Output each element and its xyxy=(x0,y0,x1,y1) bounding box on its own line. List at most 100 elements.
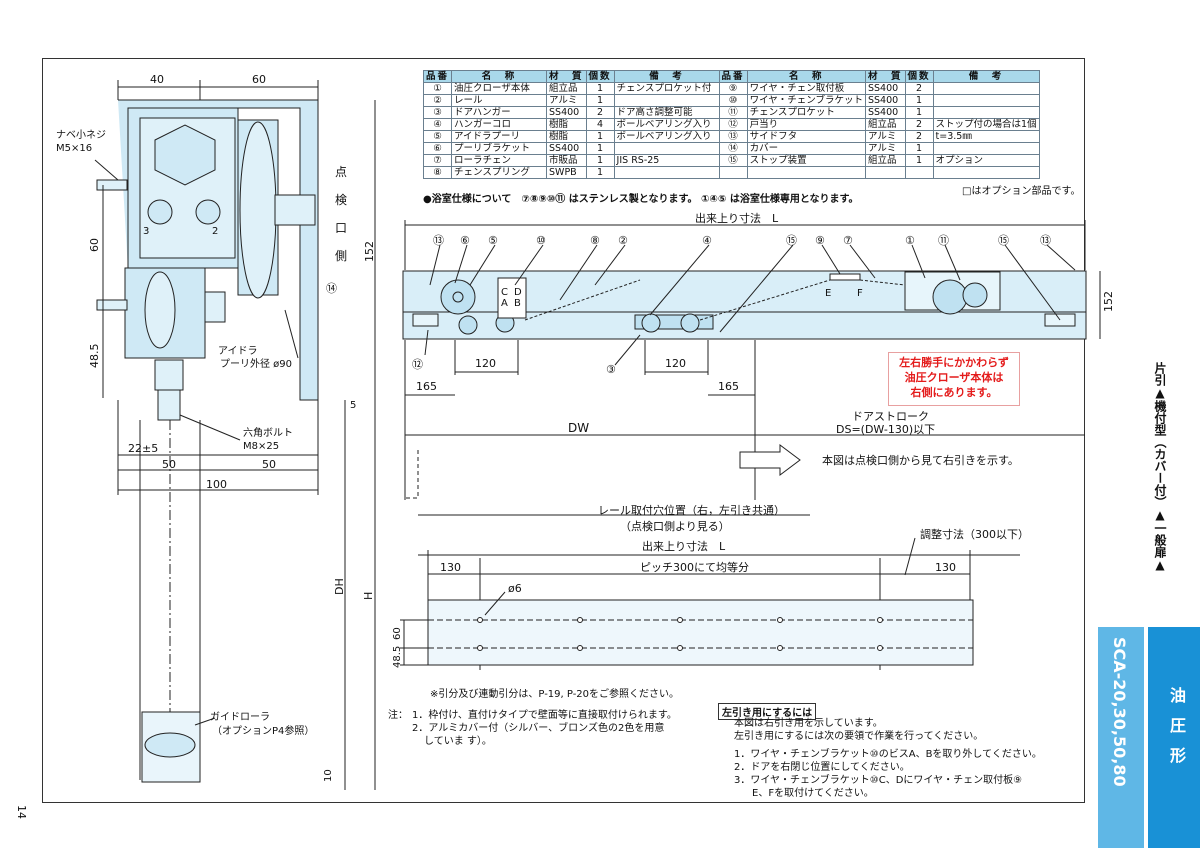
parts-table-cell: 4 xyxy=(585,118,615,131)
front-view xyxy=(402,220,1101,500)
parts-table-cell: 樹脂 xyxy=(546,118,587,131)
parts-table-header: 品番 名 称 材 質 個数 備 考 品番 名 称 材 質 個数 備 考 xyxy=(422,70,1040,83)
dim-DH: DH xyxy=(333,578,346,595)
dim-DW: DW xyxy=(568,421,589,435)
inspection-char-1: 点 xyxy=(335,165,347,179)
parts-table-cell: オプション xyxy=(932,154,1040,167)
letter-C: C xyxy=(501,287,508,298)
front-title: 出来上り寸法 L xyxy=(695,211,779,225)
parts-table-cell: 樹脂 xyxy=(546,130,587,143)
left-pull-title: 左引き用にするには xyxy=(718,703,817,720)
col-qty: 個数 xyxy=(585,70,615,83)
parts-table-cell: 1 xyxy=(585,82,615,95)
num-3: 3 xyxy=(143,226,149,237)
parts-table-cell: ⑥ xyxy=(422,142,453,155)
rail-title-3: 出来上り寸法 L xyxy=(642,539,726,553)
parts-table-cell: チェンスプロケット付 xyxy=(613,82,720,95)
parts-table-cell: 1 xyxy=(904,154,934,167)
front-dim-152: 152 xyxy=(1102,291,1115,312)
parts-table-cell: ⑨ xyxy=(718,82,748,95)
parts-table-cell xyxy=(613,142,720,155)
stroke-title: ドアストローク xyxy=(852,410,929,423)
parts-table-cell xyxy=(932,94,1040,107)
parts-table-cell xyxy=(746,166,867,179)
callout-9: ⑨ xyxy=(815,234,825,247)
parts-table-cell: ⑧ xyxy=(422,166,453,179)
rail-dim-130a: 130 xyxy=(440,561,461,574)
parts-table-cell: ドアハンガー xyxy=(451,106,548,119)
col-name: 名 称 xyxy=(451,70,548,83)
rail-holes xyxy=(477,617,883,651)
dim-165a: 165 xyxy=(416,380,437,393)
red-note-box: 左右勝手にかかわらず 油圧クローザ本体は 右側にあります。 xyxy=(888,352,1020,406)
parts-table-cell: ハンガーコロ xyxy=(451,118,548,131)
parts-table-cell xyxy=(718,166,748,179)
callout-5: ⑤ xyxy=(488,234,498,247)
parts-table-cell: 1 xyxy=(585,154,615,167)
letter-A: A xyxy=(501,298,508,309)
dim-40: 40 xyxy=(150,73,164,86)
callout-8: ⑧ xyxy=(590,234,600,247)
parts-table-cell: ワイヤ・チェンブラケット xyxy=(746,94,867,107)
parts-table-cell: 2 xyxy=(904,82,934,95)
parts-table-cell: 組立品 xyxy=(865,154,906,167)
guide-spec: （オプションP4参照） xyxy=(212,724,314,737)
callout-13a: ⑬ xyxy=(433,234,444,247)
guide-label: ガイドローラ xyxy=(210,711,270,723)
parts-table-cell: チェンスプロケット xyxy=(746,106,867,119)
left-pull-line-1: 左引き用にするには次の要領で作業を行ってください。 xyxy=(734,731,984,742)
parts-table-cell xyxy=(613,166,720,179)
item-3: ③ xyxy=(606,363,616,376)
inspection-char-4: 側 xyxy=(335,249,347,263)
parts-table-cell: アルミ xyxy=(546,94,587,107)
parts-table-cell xyxy=(932,106,1040,119)
arrow-note: 本図は点検口側から見て右引きを示す。 xyxy=(822,453,1019,467)
dim-165b: 165 xyxy=(718,380,739,393)
red-note-line-1: 左右勝手にかかわらず xyxy=(899,356,1009,369)
parts-table-cell: ボールベアリング入り xyxy=(613,130,720,143)
parts-table-cell: SWPB xyxy=(546,166,587,179)
parts-table-cell: 1 xyxy=(585,130,615,143)
letter-F: F xyxy=(857,288,863,299)
red-note-line-3: 右側にあります。 xyxy=(910,386,998,399)
parts-table-cell: アルミ xyxy=(865,130,906,143)
left-pull-line-2: 1．ワイヤ・チェンブラケット⑩のビスA、Bを取り外してください。 xyxy=(734,749,1042,760)
parts-table-cell: ローラチェン xyxy=(451,154,548,167)
inspection-char-2: 検 xyxy=(335,193,347,207)
parts-table-cell: SS400 xyxy=(546,142,587,155)
letter-D: D xyxy=(514,287,522,298)
dim-120a: 120 xyxy=(475,357,496,370)
item-12: ⑫ xyxy=(412,358,423,371)
inspection-char-3: 口 xyxy=(335,221,347,235)
dim-60: 60 xyxy=(252,73,266,86)
drawing-frame xyxy=(42,58,1085,803)
parts-table-cell: ⑦ xyxy=(422,154,453,167)
parts-table-cell: ① xyxy=(422,82,453,95)
left-pull-line-5: E、Fを取付けてください。 xyxy=(752,788,874,799)
parts-table-cell: チェンスプリング xyxy=(451,166,548,179)
parts-table-cell: 1 xyxy=(904,94,934,107)
dim-5: 5 xyxy=(350,400,356,411)
num-2: 2 xyxy=(212,226,218,237)
parts-table-cell xyxy=(865,166,906,179)
col-remark: 備 考 xyxy=(613,70,720,83)
dim-50a: 50 xyxy=(162,458,176,471)
callout-7: ⑦ xyxy=(843,234,853,247)
parts-table-cell: ストップ装置 xyxy=(746,154,867,167)
parts-table-cell: ワイヤ・チェン取付板 xyxy=(746,82,867,95)
col-no-2: 品番 xyxy=(718,70,748,83)
parts-table-cell: JIS RS-25 xyxy=(613,154,720,167)
item-14: ⑭ xyxy=(326,282,337,295)
dim-60v: 60 xyxy=(88,238,101,252)
letter-B: B xyxy=(514,298,521,309)
col-material-2: 材 質 xyxy=(865,70,906,83)
note-label: 注： xyxy=(388,710,408,721)
side-type: 油圧形 xyxy=(1167,687,1186,777)
bolt-label: 六角ボルト xyxy=(243,427,293,439)
